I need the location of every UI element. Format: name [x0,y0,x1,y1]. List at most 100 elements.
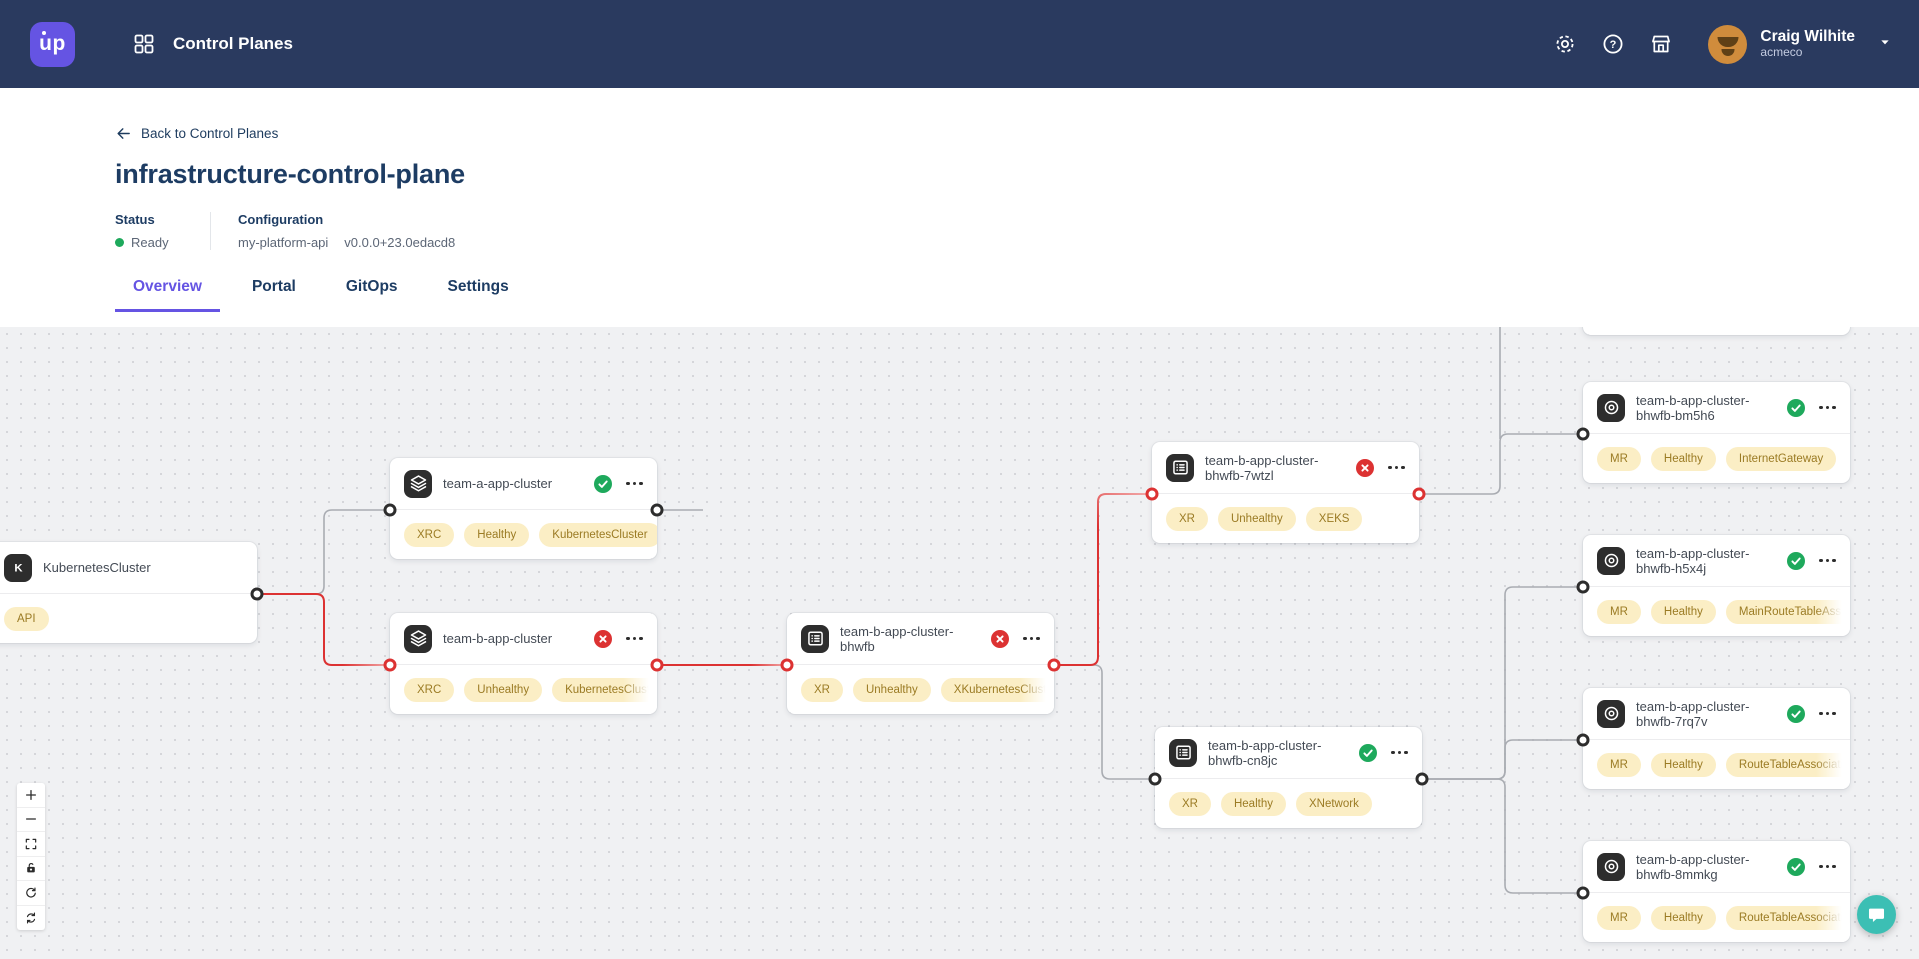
node-menu-button[interactable] [624,478,645,490]
connection-handle[interactable] [650,658,664,672]
managed-icon [1597,852,1625,881]
tab-settings[interactable]: Settings [447,278,509,295]
help-icon[interactable]: ? [1600,31,1626,57]
svg-text:?: ? [1610,39,1617,51]
badge: Unhealthy [464,677,543,702]
connection-handle[interactable] [250,587,264,601]
status-check-icon [1359,743,1378,762]
node-header: team-a-app-cluster [390,458,657,510]
badge: XR [1169,791,1211,816]
graph-controls [17,783,45,930]
node-header: team-b-app-cluster-bhwfb-8mmkg [1583,841,1850,893]
connection-handle[interactable] [1412,487,1426,501]
refresh-layout-button[interactable] [17,906,45,931]
badge: Healthy [1650,752,1716,777]
connection-handle[interactable] [1576,427,1590,441]
node-title: KubernetesCluster [43,560,151,575]
rotate-layout-button[interactable] [17,881,45,906]
tab-overview[interactable]: Overview [115,278,220,312]
page-title: infrastructure-control-plane [115,159,465,189]
connection-handle[interactable] [1576,733,1590,747]
connection-handle[interactable] [1047,658,1061,672]
node-menu-button[interactable] [1817,861,1838,873]
status-check-icon [1787,704,1806,723]
zoom-in-button[interactable] [17,783,45,808]
connection-handle[interactable] [383,658,397,672]
tab-gitops[interactable]: GitOps [345,278,398,295]
managed-icon [1597,393,1625,422]
node-header: team-b-app-cluster-bhwfb-7wtzl [1152,442,1419,494]
connection-handle[interactable] [1576,580,1590,594]
node-menu-button[interactable] [1817,402,1838,414]
chat-launcher[interactable] [1857,895,1896,934]
connection-handle[interactable] [1576,886,1590,900]
edge-team-b-app-cluster-bhwfb-7wtzl--team-b-app-cluster-bhwfb-bm5h6 [1419,433,1583,495]
node-menu-button[interactable] [1021,633,1042,645]
node-menu-button[interactable] [1817,708,1838,720]
badge-fade [1816,740,1850,789]
badge-fade [1020,665,1054,714]
status-dot [115,238,124,247]
status-check-icon [594,474,613,493]
zoom-out-button[interactable] [17,808,45,832]
node-header: team-b-app-cluster-bhwfb-bm5h6 [1583,382,1850,434]
avatar [1708,24,1748,64]
badge: XRC [404,522,455,547]
user-menu[interactable]: Craig Wilhite acmeco [1708,24,1893,64]
badge: Unhealthy [1217,506,1296,531]
arrow-left-icon [117,128,130,139]
fit-view-button[interactable] [17,832,45,857]
lock-interactivity-button[interactable] [17,857,45,881]
node-menu-button[interactable] [1817,555,1838,567]
edge-team-b-app-cluster-bhwfb-cn8jc--team-b-app-cluster-bhwfb-h5x4j [1422,586,1583,780]
connection-handle[interactable] [1415,772,1429,786]
connection-handle[interactable] [383,503,397,517]
composite-icon [1166,453,1194,482]
badge: InternetGateway [1725,446,1837,471]
divider [210,212,211,250]
node-menu-button[interactable] [1386,462,1407,474]
node-menu-button[interactable] [1389,747,1410,759]
connection-handle[interactable] [1145,487,1159,501]
node-header: team-b-app-cluster-bhwfb-h5x4j [1583,535,1850,587]
node-title: team-b-app-cluster-bhwfb-7wtzl [1205,452,1319,483]
connection-handle[interactable] [650,503,664,517]
badge-fade [623,665,657,714]
status-error-icon [1356,458,1375,477]
grid-icon[interactable] [131,31,157,57]
marketplace-icon[interactable] [1648,31,1674,57]
connection-handle[interactable] [780,658,794,672]
badge: MR [1597,599,1641,624]
logo-dot [42,30,46,35]
upbound-logo[interactable]: up [30,21,75,67]
k-icon: K [4,553,32,582]
node-header: team-b-app-cluster [390,613,657,665]
badge: XRC [404,677,455,702]
node-menu-button[interactable] [624,633,645,645]
node-title: team-b-app-cluster-bhwfb-bm5h6 [1636,392,1750,423]
node-partial-offscreen[interactable] [1583,327,1850,335]
node-title: team-b-app-cluster-bhwfb-8mmkg [1636,851,1750,882]
tab-portal[interactable]: Portal [251,278,296,295]
connection-handle[interactable] [1148,772,1162,786]
layers-icon [404,624,432,653]
svg-text:K: K [14,562,23,574]
back-link[interactable]: Back to Control Planes [115,125,278,142]
edge-team-b-app-cluster-bhwfb-cn8jc--team-b-app-cluster-bhwfb-8mmkg [1422,778,1583,894]
edge-team-b-app-cluster-bhwfb--team-b-app-cluster-bhwfb-7wtzl [1054,493,1152,666]
gear-icon[interactable] [1552,31,1578,57]
